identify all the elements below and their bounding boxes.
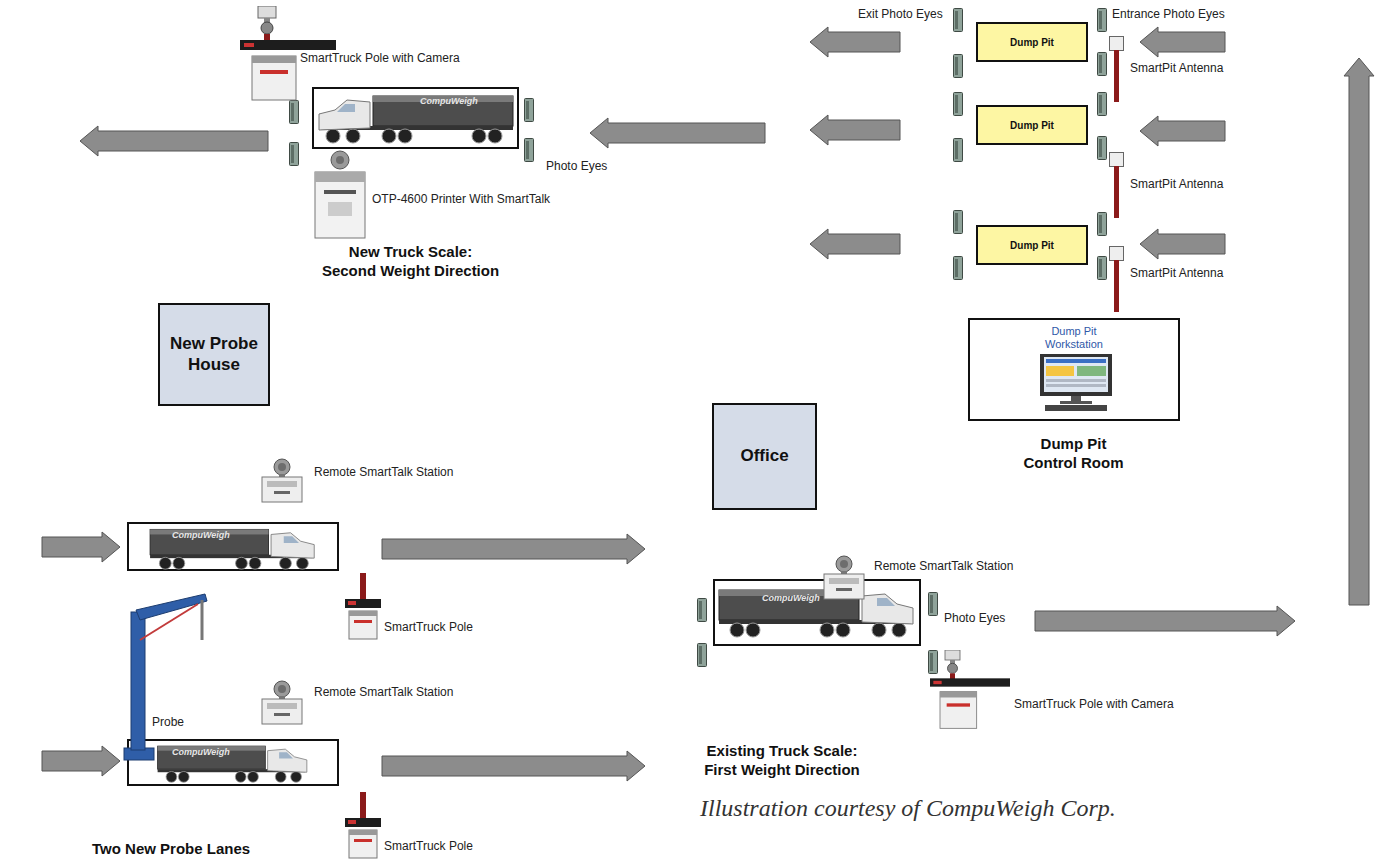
probe-crane xyxy=(124,594,207,760)
device-label: SmartTruck Pole with Camera xyxy=(300,52,400,66)
remote-station xyxy=(824,556,864,599)
smarttruck-pole xyxy=(345,573,381,639)
flow-arrow xyxy=(382,751,645,781)
flow-arrows xyxy=(42,27,1374,781)
flow-arrow xyxy=(810,115,900,145)
smartpit-antenna xyxy=(1110,247,1124,313)
device-label: Remote SmartTalk Station xyxy=(314,686,412,700)
truck xyxy=(158,746,307,782)
device-label: SmartTruck Pole with Camera xyxy=(1014,698,1114,712)
building-box: Office xyxy=(712,403,817,510)
pit-name: Dump Pit xyxy=(1010,37,1054,48)
flow-arrow xyxy=(80,126,268,156)
workstation-label: Dump Pit Workstation xyxy=(1034,325,1114,351)
truck xyxy=(719,590,913,637)
device-label: SmartTruck Pole xyxy=(384,840,473,854)
device-label: Photo Eyes xyxy=(944,612,1005,626)
truck-scale xyxy=(128,523,338,570)
device-label: Remote SmartTalk Station xyxy=(314,466,412,480)
building-name: Office xyxy=(740,446,788,466)
dump-pit-box: Dump Pit xyxy=(976,105,1088,145)
smartpit-antenna xyxy=(1110,153,1124,219)
building-name: New Probe House xyxy=(166,334,262,375)
device-label: Entrance Photo Eyes xyxy=(1112,8,1225,22)
flow-arrow xyxy=(1140,229,1225,259)
flow-arrow xyxy=(1035,606,1295,636)
ticket-printer xyxy=(315,151,365,238)
image-credit: Illustration courtesy of CompuWeigh Corp… xyxy=(700,795,1116,822)
truck-logo: CompuWeigh xyxy=(172,747,230,757)
device-label: Probe xyxy=(152,716,184,730)
area-heading: New Truck Scale: Second Weight Direction xyxy=(320,243,501,281)
pit-name: Dump Pit xyxy=(1010,240,1054,251)
truck-scale xyxy=(313,88,518,148)
remote-station xyxy=(262,681,302,724)
smartpit-antenna xyxy=(1110,37,1124,103)
device-label: OTP-4600 Printer With SmartTalk xyxy=(372,193,472,207)
device-label: SmartPit Antenna xyxy=(1130,62,1190,76)
device-label: Photo Eyes xyxy=(546,160,607,174)
control-room-box: Dump Pit WorkstationDump Pit Control Roo… xyxy=(968,318,1180,421)
dump-pit-box: Dump Pit xyxy=(976,22,1088,62)
flow-arrow xyxy=(810,27,900,57)
flow-arrow xyxy=(1344,58,1374,605)
flow-arrow xyxy=(810,229,900,259)
device-label: Exit Photo Eyes xyxy=(858,8,943,22)
truck-scale xyxy=(128,740,338,785)
device-label: SmartPit Antenna xyxy=(1130,267,1190,281)
truck xyxy=(150,529,314,569)
camera-pole xyxy=(930,650,1010,728)
remote-station xyxy=(262,459,302,502)
truck-logo: CompuWeigh xyxy=(420,96,478,106)
room-heading: Dump Pit Control Room xyxy=(1016,435,1131,473)
truck-scale xyxy=(714,580,920,645)
device-label: SmartTruck Pole xyxy=(384,621,473,635)
truck-logo: CompuWeigh xyxy=(762,593,820,603)
truck xyxy=(319,96,513,143)
flow-arrow xyxy=(590,118,765,148)
smarttruck-pole xyxy=(345,792,381,858)
truck-logo: CompuWeigh xyxy=(172,530,230,540)
area-heading: Two New Probe Lanes xyxy=(92,840,250,859)
device-label: Remote SmartTalk Station xyxy=(874,560,972,574)
flow-arrow xyxy=(1140,116,1225,146)
photo-eyes xyxy=(290,9,1107,674)
dump-pit-box: Dump Pit xyxy=(976,225,1088,265)
building-box: New Probe House xyxy=(158,303,270,406)
area-heading: Existing Truck Scale: First Weight Direc… xyxy=(697,742,867,780)
flow-arrow xyxy=(1140,27,1225,57)
flow-arrow xyxy=(42,746,120,776)
pit-name: Dump Pit xyxy=(1010,120,1054,131)
flow-arrow xyxy=(42,532,120,562)
workstation-monitor xyxy=(1040,354,1112,411)
device-label: SmartPit Antenna xyxy=(1130,178,1190,192)
flow-arrow xyxy=(382,534,645,564)
